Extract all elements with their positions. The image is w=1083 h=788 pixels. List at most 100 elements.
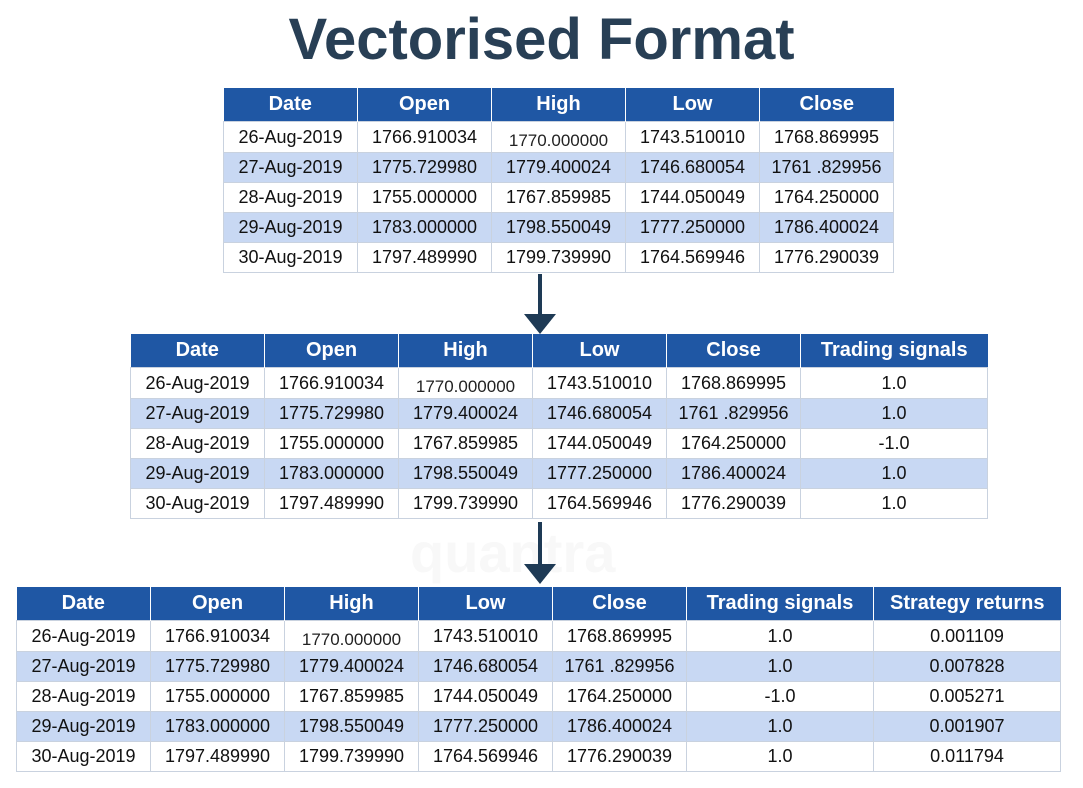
- cell-low: 1743.510010: [418, 620, 553, 652]
- header-open: Open: [150, 587, 285, 621]
- cell-low: 1744.050049: [532, 428, 667, 459]
- header-open: Open: [357, 88, 492, 122]
- header-close: Close: [666, 334, 801, 368]
- signals-table: Date Open High Low Close Trading signals…: [130, 334, 988, 519]
- header-strategy-returns: Strategy returns: [873, 587, 1061, 621]
- ohlc-table: Date Open High Low Close 26-Aug-2019 176…: [223, 88, 894, 273]
- cell-signal: 1.0: [800, 488, 988, 519]
- cell-date: 28-Aug-2019: [223, 182, 358, 213]
- cell-date: 28-Aug-2019: [16, 681, 151, 712]
- cell-low: 1764.569946: [418, 741, 553, 772]
- watermark-logo: quantra: [410, 521, 616, 584]
- cell-low: 1777.250000: [532, 458, 667, 489]
- table-row: 26-Aug-2019 1766.910034 1770.000000 1743…: [130, 367, 988, 399]
- cell-date: 28-Aug-2019: [130, 428, 265, 459]
- returns-table: Date Open High Low Close Trading signals…: [16, 587, 1061, 772]
- cell-high: 1767.859985: [491, 182, 626, 213]
- header-low: Low: [532, 334, 667, 368]
- cell-high: 1770.000000: [491, 121, 626, 153]
- header-date: Date: [223, 88, 358, 122]
- table-row: 29-Aug-2019 1783.000000 1798.550049 1777…: [223, 212, 894, 243]
- cell-close: 1786.400024: [759, 212, 894, 243]
- cell-return: 0.011794: [873, 741, 1061, 772]
- cell-date: 26-Aug-2019: [130, 367, 265, 399]
- cell-open: 1775.729980: [150, 651, 285, 682]
- cell-close: 1776.290039: [759, 242, 894, 273]
- cell-low: 1746.680054: [418, 651, 553, 682]
- cell-close: 1764.250000: [666, 428, 801, 459]
- cell-open: 1775.729980: [357, 152, 492, 183]
- cell-close: 1764.250000: [759, 182, 894, 213]
- cell-date: 30-Aug-2019: [16, 741, 151, 772]
- cell-high: 1799.739990: [398, 488, 533, 519]
- cell-date: 26-Aug-2019: [223, 121, 358, 153]
- cell-close: 1768.869995: [759, 121, 894, 153]
- cell-open: 1755.000000: [264, 428, 399, 459]
- header-low: Low: [418, 587, 553, 621]
- cell-low: 1743.510010: [532, 367, 667, 399]
- cell-date: 26-Aug-2019: [16, 620, 151, 652]
- table-row: 27-Aug-2019 1775.729980 1779.400024 1746…: [223, 152, 894, 183]
- cell-signal: 1.0: [800, 458, 988, 489]
- cell-signal: -1.0: [686, 681, 874, 712]
- cell-signal: 1.0: [686, 711, 874, 742]
- table-row: 30-Aug-2019 1797.489990 1799.739990 1764…: [130, 488, 988, 519]
- header-high: High: [491, 88, 626, 122]
- header-high: High: [398, 334, 533, 368]
- cell-open: 1783.000000: [357, 212, 492, 243]
- header-open: Open: [264, 334, 399, 368]
- cell-low: 1777.250000: [418, 711, 553, 742]
- cell-close: 1776.290039: [666, 488, 801, 519]
- cell-open: 1783.000000: [150, 711, 285, 742]
- cell-open: 1766.910034: [357, 121, 492, 153]
- table-row: 30-Aug-2019 1797.489990 1799.739990 1764…: [223, 242, 894, 273]
- cell-signal: -1.0: [800, 428, 988, 459]
- cell-close: 1761 .829956: [759, 152, 894, 183]
- cell-high: 1798.550049: [284, 711, 419, 742]
- page-title: Vectorised Format: [288, 7, 795, 72]
- cell-return: 0.007828: [873, 651, 1061, 682]
- cell-date: 27-Aug-2019: [16, 651, 151, 682]
- cell-open: 1775.729980: [264, 398, 399, 429]
- cell-signal: 1.0: [800, 367, 988, 399]
- cell-low: 1744.050049: [625, 182, 760, 213]
- cell-high: 1770.000000: [284, 620, 419, 652]
- header-date: Date: [16, 587, 151, 621]
- table-row: 29-Aug-2019 1783.000000 1798.550049 1777…: [130, 458, 988, 489]
- cell-close: 1786.400024: [666, 458, 801, 489]
- table-header-row: Date Open High Low Close: [223, 88, 894, 122]
- cell-date: 27-Aug-2019: [223, 152, 358, 183]
- table-row: 26-Aug-2019 1766.910034 1770.000000 1743…: [16, 620, 1061, 652]
- cell-high: 1767.859985: [398, 428, 533, 459]
- cell-date: 30-Aug-2019: [223, 242, 358, 273]
- cell-high: 1798.550049: [491, 212, 626, 243]
- cell-close: 1768.869995: [666, 367, 801, 399]
- table-header-row: Date Open High Low Close Trading signals: [130, 334, 988, 368]
- cell-close: 1761 .829956: [666, 398, 801, 429]
- table-row: 29-Aug-2019 1783.000000 1798.550049 1777…: [16, 711, 1061, 742]
- header-high: High: [284, 587, 419, 621]
- cell-signal: 1.0: [686, 741, 874, 772]
- cell-date: 29-Aug-2019: [16, 711, 151, 742]
- cell-open: 1783.000000: [264, 458, 399, 489]
- header-close: Close: [552, 587, 687, 621]
- cell-high: 1767.859985: [284, 681, 419, 712]
- cell-high: 1798.550049: [398, 458, 533, 489]
- cell-date: 29-Aug-2019: [130, 458, 265, 489]
- cell-signal: 1.0: [686, 651, 874, 682]
- cell-close: 1764.250000: [552, 681, 687, 712]
- header-close: Close: [759, 88, 894, 122]
- cell-signal: 1.0: [686, 620, 874, 652]
- header-trading-signals: Trading signals: [686, 587, 874, 621]
- cell-open: 1797.489990: [357, 242, 492, 273]
- cell-high: 1779.400024: [398, 398, 533, 429]
- cell-low: 1744.050049: [418, 681, 553, 712]
- table-row: 27-Aug-2019 1775.729980 1779.400024 1746…: [16, 651, 1061, 682]
- cell-high: 1770.000000: [398, 367, 533, 399]
- cell-low: 1743.510010: [625, 121, 760, 153]
- cell-open: 1797.489990: [150, 741, 285, 772]
- table-row: 30-Aug-2019 1797.489990 1799.739990 1764…: [16, 741, 1061, 772]
- table-row: 26-Aug-2019 1766.910034 1770.000000 1743…: [223, 121, 894, 153]
- cell-open: 1797.489990: [264, 488, 399, 519]
- cell-low: 1746.680054: [532, 398, 667, 429]
